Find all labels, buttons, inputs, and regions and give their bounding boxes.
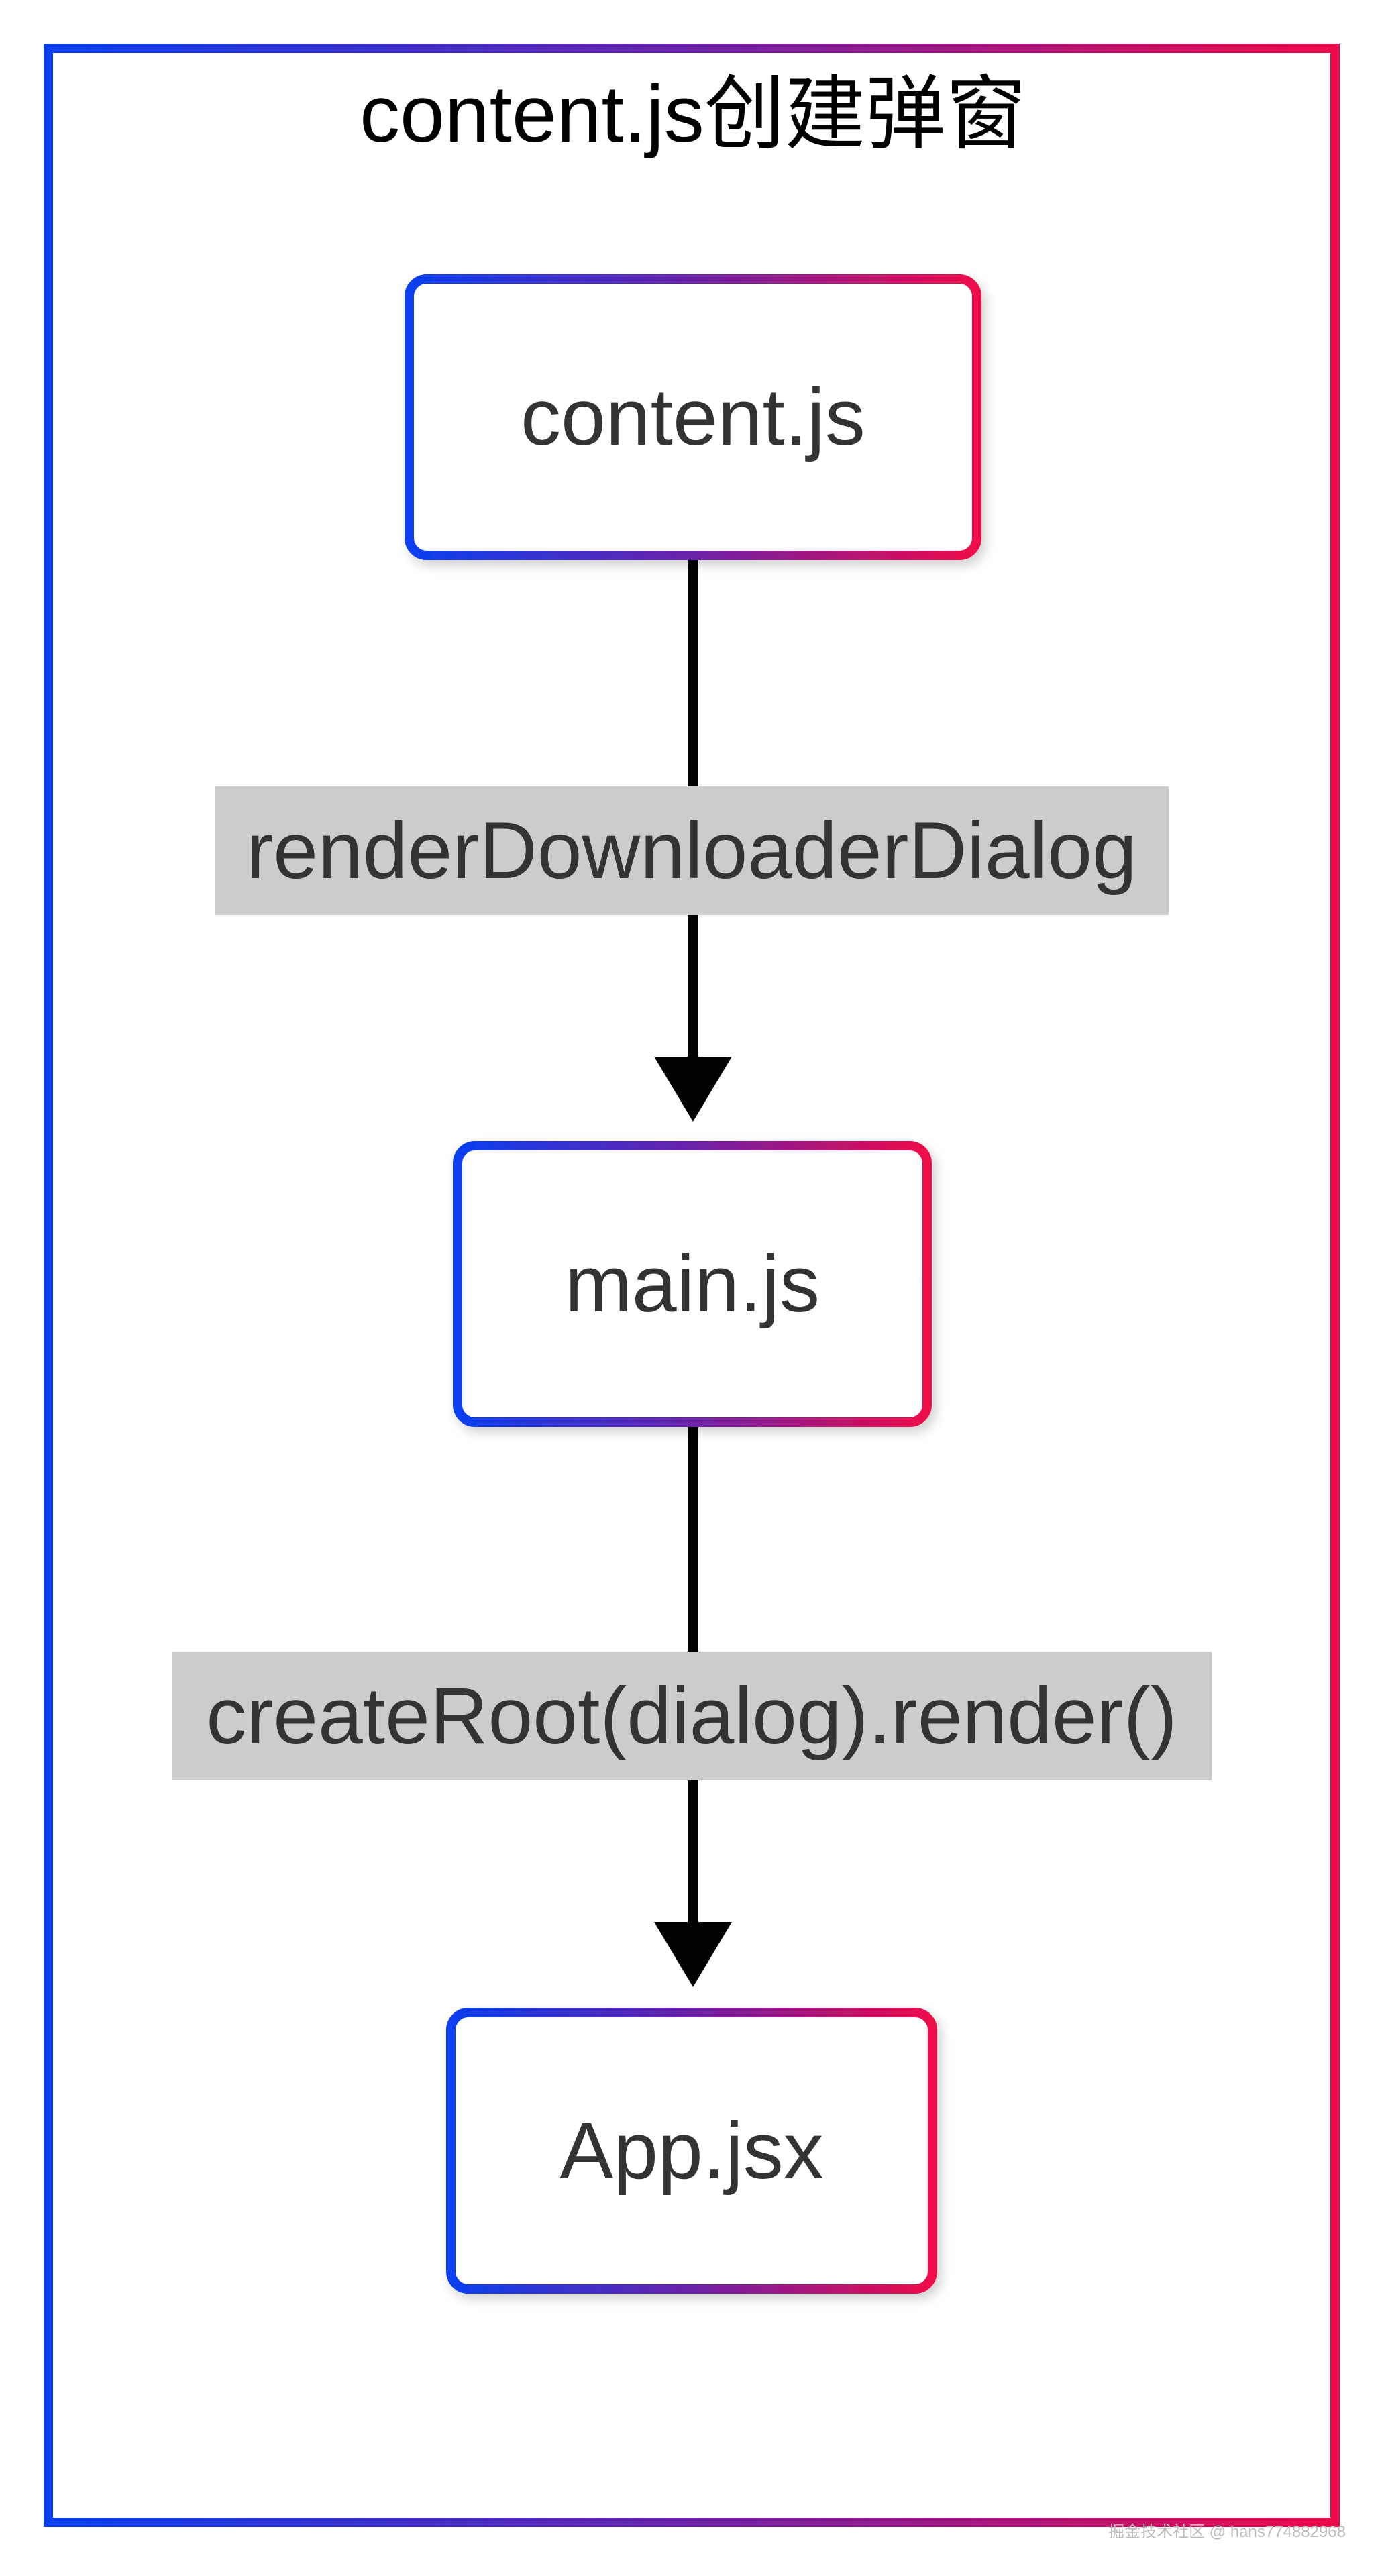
diagram-title: content.js创建弹窗 (360, 69, 1026, 159)
watermark: 掘金技术社区 @ hans774882968 (1108, 2523, 1346, 2541)
arrowhead-icon (654, 1922, 732, 1987)
node-label-app: App.jsx (559, 2106, 824, 2196)
container-frame (44, 44, 1340, 2527)
edge-label-create-root: createRoot(dialog).render() (172, 1652, 1212, 1780)
edge-label-render-downloader-dialog: renderDownloaderDialog (215, 786, 1169, 915)
node-content-box[interactable] (405, 274, 981, 560)
node-app-box[interactable] (446, 2008, 937, 2294)
arrowhead-icon (654, 1057, 732, 1122)
node-label-main: main.js (564, 1239, 820, 1329)
node-label-content: content.js (521, 372, 865, 462)
node-main-box[interactable] (453, 1141, 932, 1427)
